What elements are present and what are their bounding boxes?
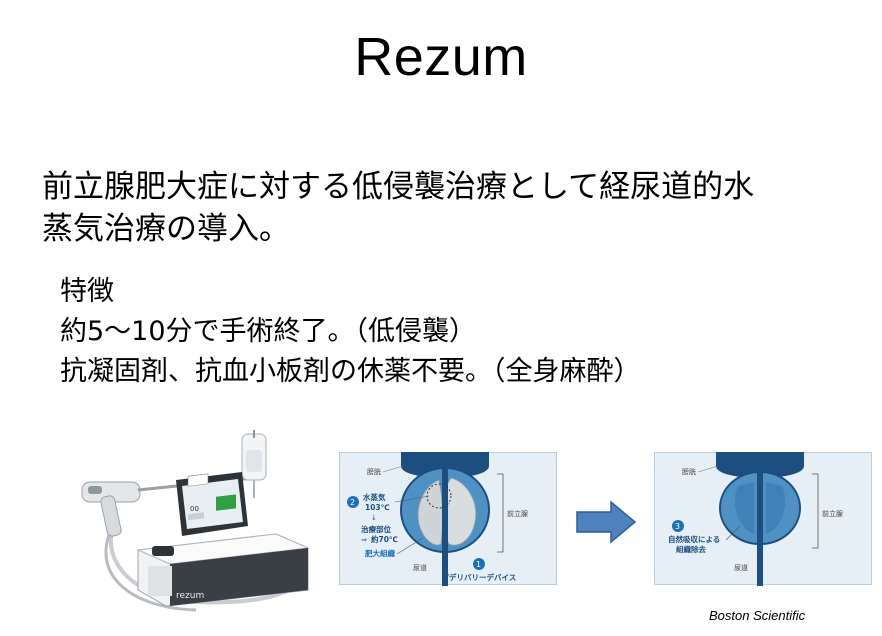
feature-item-anticoagulant: 抗凝固剤、抗血小板剤の休薬不要。（全身麻酔） <box>60 356 641 387</box>
label-site-temp: 約70℃ <box>371 534 398 544</box>
saline-bag <box>241 433 267 498</box>
label-absorb-line1: 自然吸収による <box>668 534 720 544</box>
svg-text:⇒: ⇒ <box>361 536 367 544</box>
label-delivery-device: デリバリーデバイス <box>449 572 516 582</box>
label-vapor-temp: 103℃ <box>365 503 390 512</box>
slide-title: Rezum <box>354 27 528 87</box>
rezum-device-image: rezum 00 <box>81 430 310 612</box>
label-prostate-after: 前立腺 <box>822 509 843 518</box>
diagram-after-treatment: 前立腺 膀胱 3 自然吸収による 組織除去 尿道 <box>654 452 872 586</box>
intro-text: 前立腺肥大症に対する低侵襲治療として経尿道的水 蒸気治療の導入。 <box>42 166 842 250</box>
label-tissue: 肥大組織 <box>365 548 395 558</box>
generator: rezum <box>136 533 310 607</box>
arrow-right-icon <box>576 500 637 544</box>
label-prostate: 前立腺 <box>507 509 528 518</box>
label-bladder: 膀胱 <box>367 467 381 476</box>
screen-value: 00 <box>190 505 199 513</box>
label-vapor: 水蒸気 <box>363 492 386 502</box>
credit-text: Boston Scientific <box>709 608 806 623</box>
svg-text:↓: ↓ <box>371 514 377 522</box>
label-site: 治療部位 <box>361 524 391 534</box>
intro-line-1: 前立腺肥大症に対する低侵襲治療として経尿道的水 <box>42 169 755 205</box>
device-brand: rezum <box>176 591 204 601</box>
intro-line-2: 蒸気治療の導入。 <box>42 211 290 247</box>
feature-list: 特徴 約5～10分で手術終了。（低侵襲） 抗凝固剤、抗血小板剤の休薬不要。（全身… <box>60 272 860 392</box>
step1-number: 1 <box>476 560 481 569</box>
feature-item-time: 約5～10分で手術終了。（低侵襲） <box>60 316 477 347</box>
label-absorb-line2: 組織除去 <box>676 544 706 554</box>
features-heading: 特徴 <box>60 276 114 307</box>
label-urethra-after: 尿道 <box>734 563 748 572</box>
step2-number: 2 <box>350 498 355 507</box>
diagram-before-treatment: 前立腺 膀胱 2 水蒸気 103℃ ↓ 治療部位 ⇒ 約70℃ 肥大組織 尿道 … <box>339 452 557 586</box>
label-bladder-after: 膀胱 <box>682 467 696 476</box>
step3-number: 3 <box>675 522 680 531</box>
label-urethra: 尿道 <box>413 563 427 572</box>
monitor: 00 <box>176 472 248 536</box>
